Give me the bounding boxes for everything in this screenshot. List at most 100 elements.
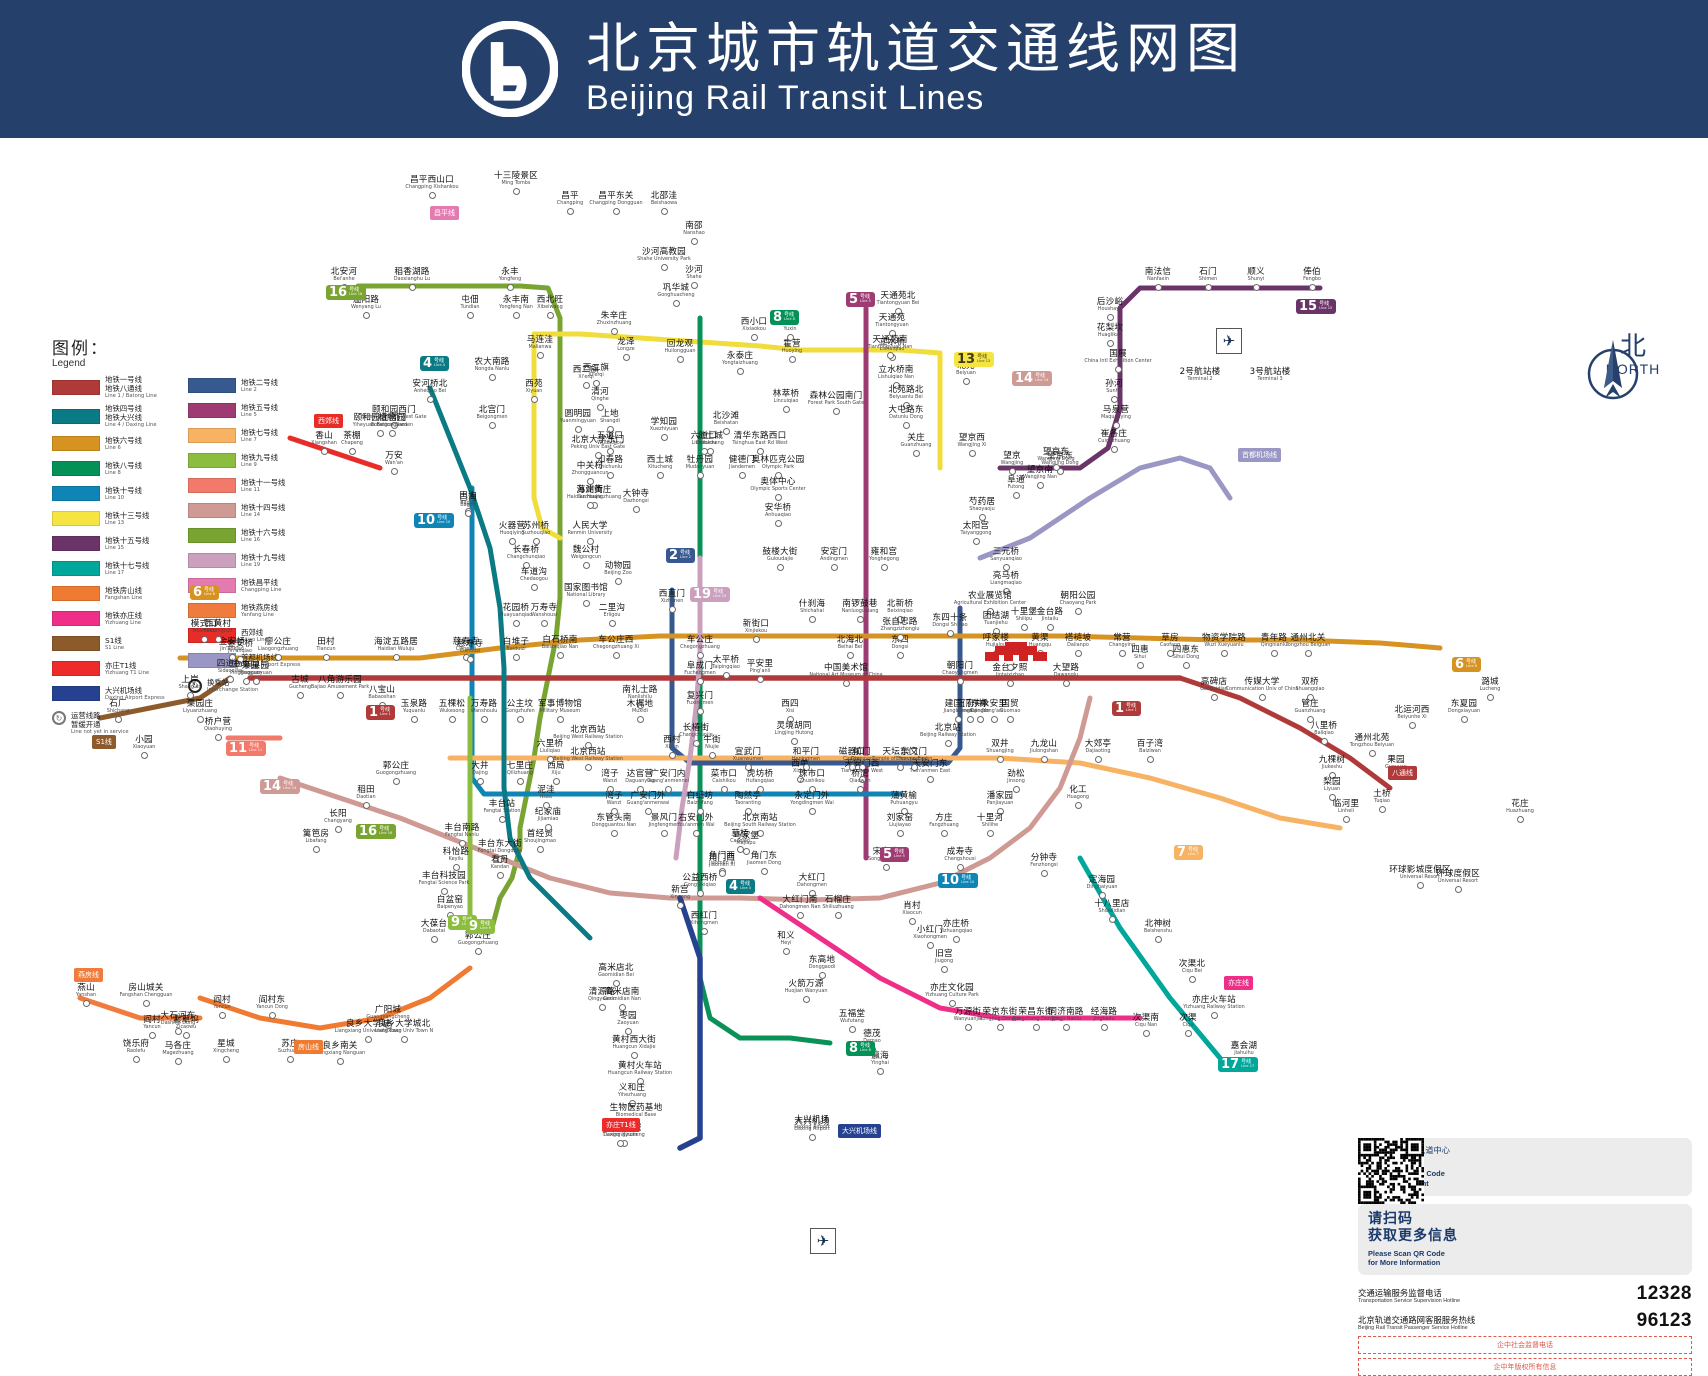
station-dot[interactable] [392, 778, 400, 785]
station-dot[interactable] [376, 430, 384, 437]
station-dot[interactable] [964, 1024, 972, 1031]
station-dot[interactable] [742, 848, 750, 855]
station-dot[interactable] [696, 708, 704, 715]
station-dot[interactable] [274, 654, 282, 661]
station-dot[interactable] [1328, 794, 1336, 801]
station-dot[interactable] [1220, 650, 1228, 657]
station-dot[interactable] [1308, 284, 1316, 291]
station-dot[interactable] [236, 656, 244, 663]
station-dot[interactable] [940, 966, 948, 973]
station-dot[interactable] [858, 764, 866, 771]
station-dot[interactable] [708, 752, 716, 759]
station-dot[interactable] [586, 538, 594, 545]
station-dot[interactable] [410, 716, 418, 723]
station-dot[interactable] [738, 472, 746, 479]
station-dot[interactable] [1108, 916, 1116, 923]
station-dot[interactable] [802, 996, 810, 1003]
station-dot[interactable] [880, 564, 888, 571]
station-dot[interactable] [692, 740, 700, 747]
station-dot[interactable] [582, 562, 590, 569]
station-dot[interactable] [808, 1134, 816, 1141]
station-dot[interactable] [598, 1004, 606, 1011]
station-dot[interactable] [516, 778, 524, 785]
station-dot[interactable] [606, 448, 614, 455]
station-dot[interactable] [926, 942, 934, 949]
station-dot[interactable] [926, 776, 934, 783]
station-dot[interactable] [536, 352, 544, 359]
station-dot[interactable] [1142, 1030, 1150, 1037]
station-dot[interactable] [752, 636, 760, 643]
station-dot[interactable] [1210, 1012, 1218, 1019]
station-dot[interactable] [148, 1032, 156, 1039]
station-dot[interactable] [644, 808, 652, 815]
station-dot[interactable] [676, 356, 684, 363]
station-dot[interactable] [628, 1100, 636, 1107]
station-dot[interactable] [618, 1004, 626, 1011]
station-dot[interactable] [364, 1036, 372, 1043]
station-dot[interactable] [1032, 1024, 1040, 1031]
terminus-tag[interactable]: 亦庄T1线 [602, 1118, 640, 1132]
station-dot[interactable] [696, 472, 704, 479]
station-dot[interactable] [1100, 1024, 1108, 1031]
station-dot[interactable] [546, 756, 554, 763]
station-dot[interactable] [632, 506, 640, 513]
station-dot[interactable] [990, 716, 998, 723]
station-dot[interactable] [586, 502, 594, 509]
station-dot[interactable] [542, 802, 550, 809]
station-dot[interactable] [966, 716, 974, 723]
station-dot[interactable] [242, 678, 250, 685]
station-dot[interactable] [448, 716, 456, 723]
station-dot[interactable] [1020, 624, 1028, 631]
